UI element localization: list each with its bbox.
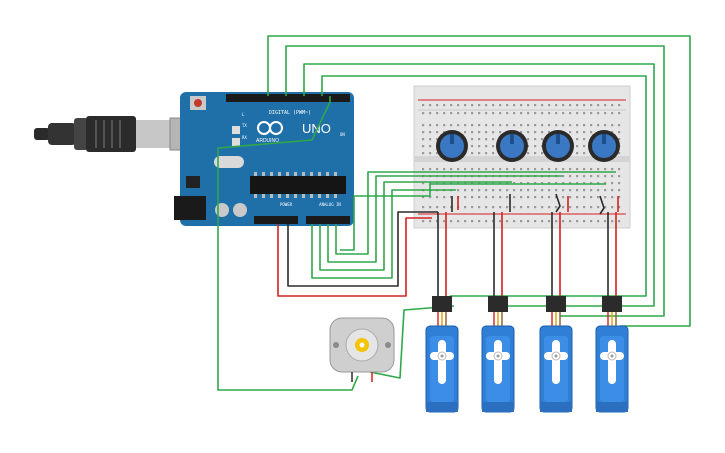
- power-jack: [174, 196, 206, 220]
- dc-motor[interactable]: [329, 317, 395, 382]
- analog-header[interactable]: [306, 216, 350, 224]
- wire-analog-a1[interactable]: [319, 181, 512, 271]
- servo-connector[interactable]: [602, 296, 622, 312]
- wire-analog-a0[interactable]: [311, 189, 456, 279]
- wire-signal-2[interactable]: [285, 45, 665, 317]
- board-model: UNO: [302, 121, 331, 136]
- potentiometer-2[interactable]: [496, 130, 528, 162]
- arduino-logo: [257, 121, 283, 135]
- wire-pot-bus[interactable]: [340, 183, 606, 251]
- servo-horn[interactable]: [438, 340, 446, 384]
- rx-label: RX: [242, 135, 247, 140]
- reset-button[interactable]: [194, 99, 202, 107]
- servo-connector[interactable]: [546, 296, 566, 312]
- digital-header-label: DIGITAL (PWM~): [269, 110, 311, 116]
- on-label: ON: [340, 132, 345, 137]
- wire-motor-signal[interactable]: [217, 96, 359, 391]
- wire-motor-return[interactable]: [369, 305, 455, 379]
- wire-analog-a2[interactable]: [327, 175, 562, 263]
- pot-jumper-3: [555, 193, 561, 213]
- arduino-uno-board[interactable]: DIGITAL (PWM~) UNO ARDUINO TX RX L ON PO…: [174, 92, 354, 226]
- wire-signal-1[interactable]: [267, 35, 691, 327]
- analog-header-label: ANALOG IN: [319, 202, 341, 207]
- potentiometer-3[interactable]: [542, 130, 574, 162]
- potentiometer-1[interactable]: [436, 130, 468, 162]
- servo-connector[interactable]: [488, 296, 508, 312]
- digital-header[interactable]: [226, 94, 350, 102]
- wire-5v[interactable]: [277, 217, 432, 297]
- servo-3[interactable]: [539, 296, 573, 413]
- servo-horn[interactable]: [494, 340, 502, 384]
- wire-gnd[interactable]: [287, 211, 438, 287]
- crystal: [214, 156, 244, 168]
- wire-signal-4[interactable]: [321, 75, 647, 297]
- power-header-label: POWER: [280, 202, 293, 207]
- board-brand: ARDUINO: [256, 138, 279, 144]
- center-channel: [414, 156, 630, 162]
- capacitor: [215, 203, 229, 217]
- atmega-chip: [250, 176, 346, 194]
- power-header[interactable]: [254, 216, 298, 224]
- potentiometer-4[interactable]: [588, 130, 620, 162]
- l-label: L: [242, 112, 245, 117]
- servo-horn[interactable]: [552, 340, 560, 384]
- tx-label: TX: [242, 123, 247, 128]
- pot-jumper-4: [599, 195, 605, 215]
- servo-2[interactable]: [481, 296, 515, 413]
- servo-connector[interactable]: [432, 296, 452, 312]
- wire-analog-a3[interactable]: [335, 171, 616, 255]
- servo-1[interactable]: [425, 296, 459, 413]
- capacitor: [233, 203, 247, 217]
- servo-4[interactable]: [595, 296, 629, 413]
- servo-horn[interactable]: [608, 340, 616, 384]
